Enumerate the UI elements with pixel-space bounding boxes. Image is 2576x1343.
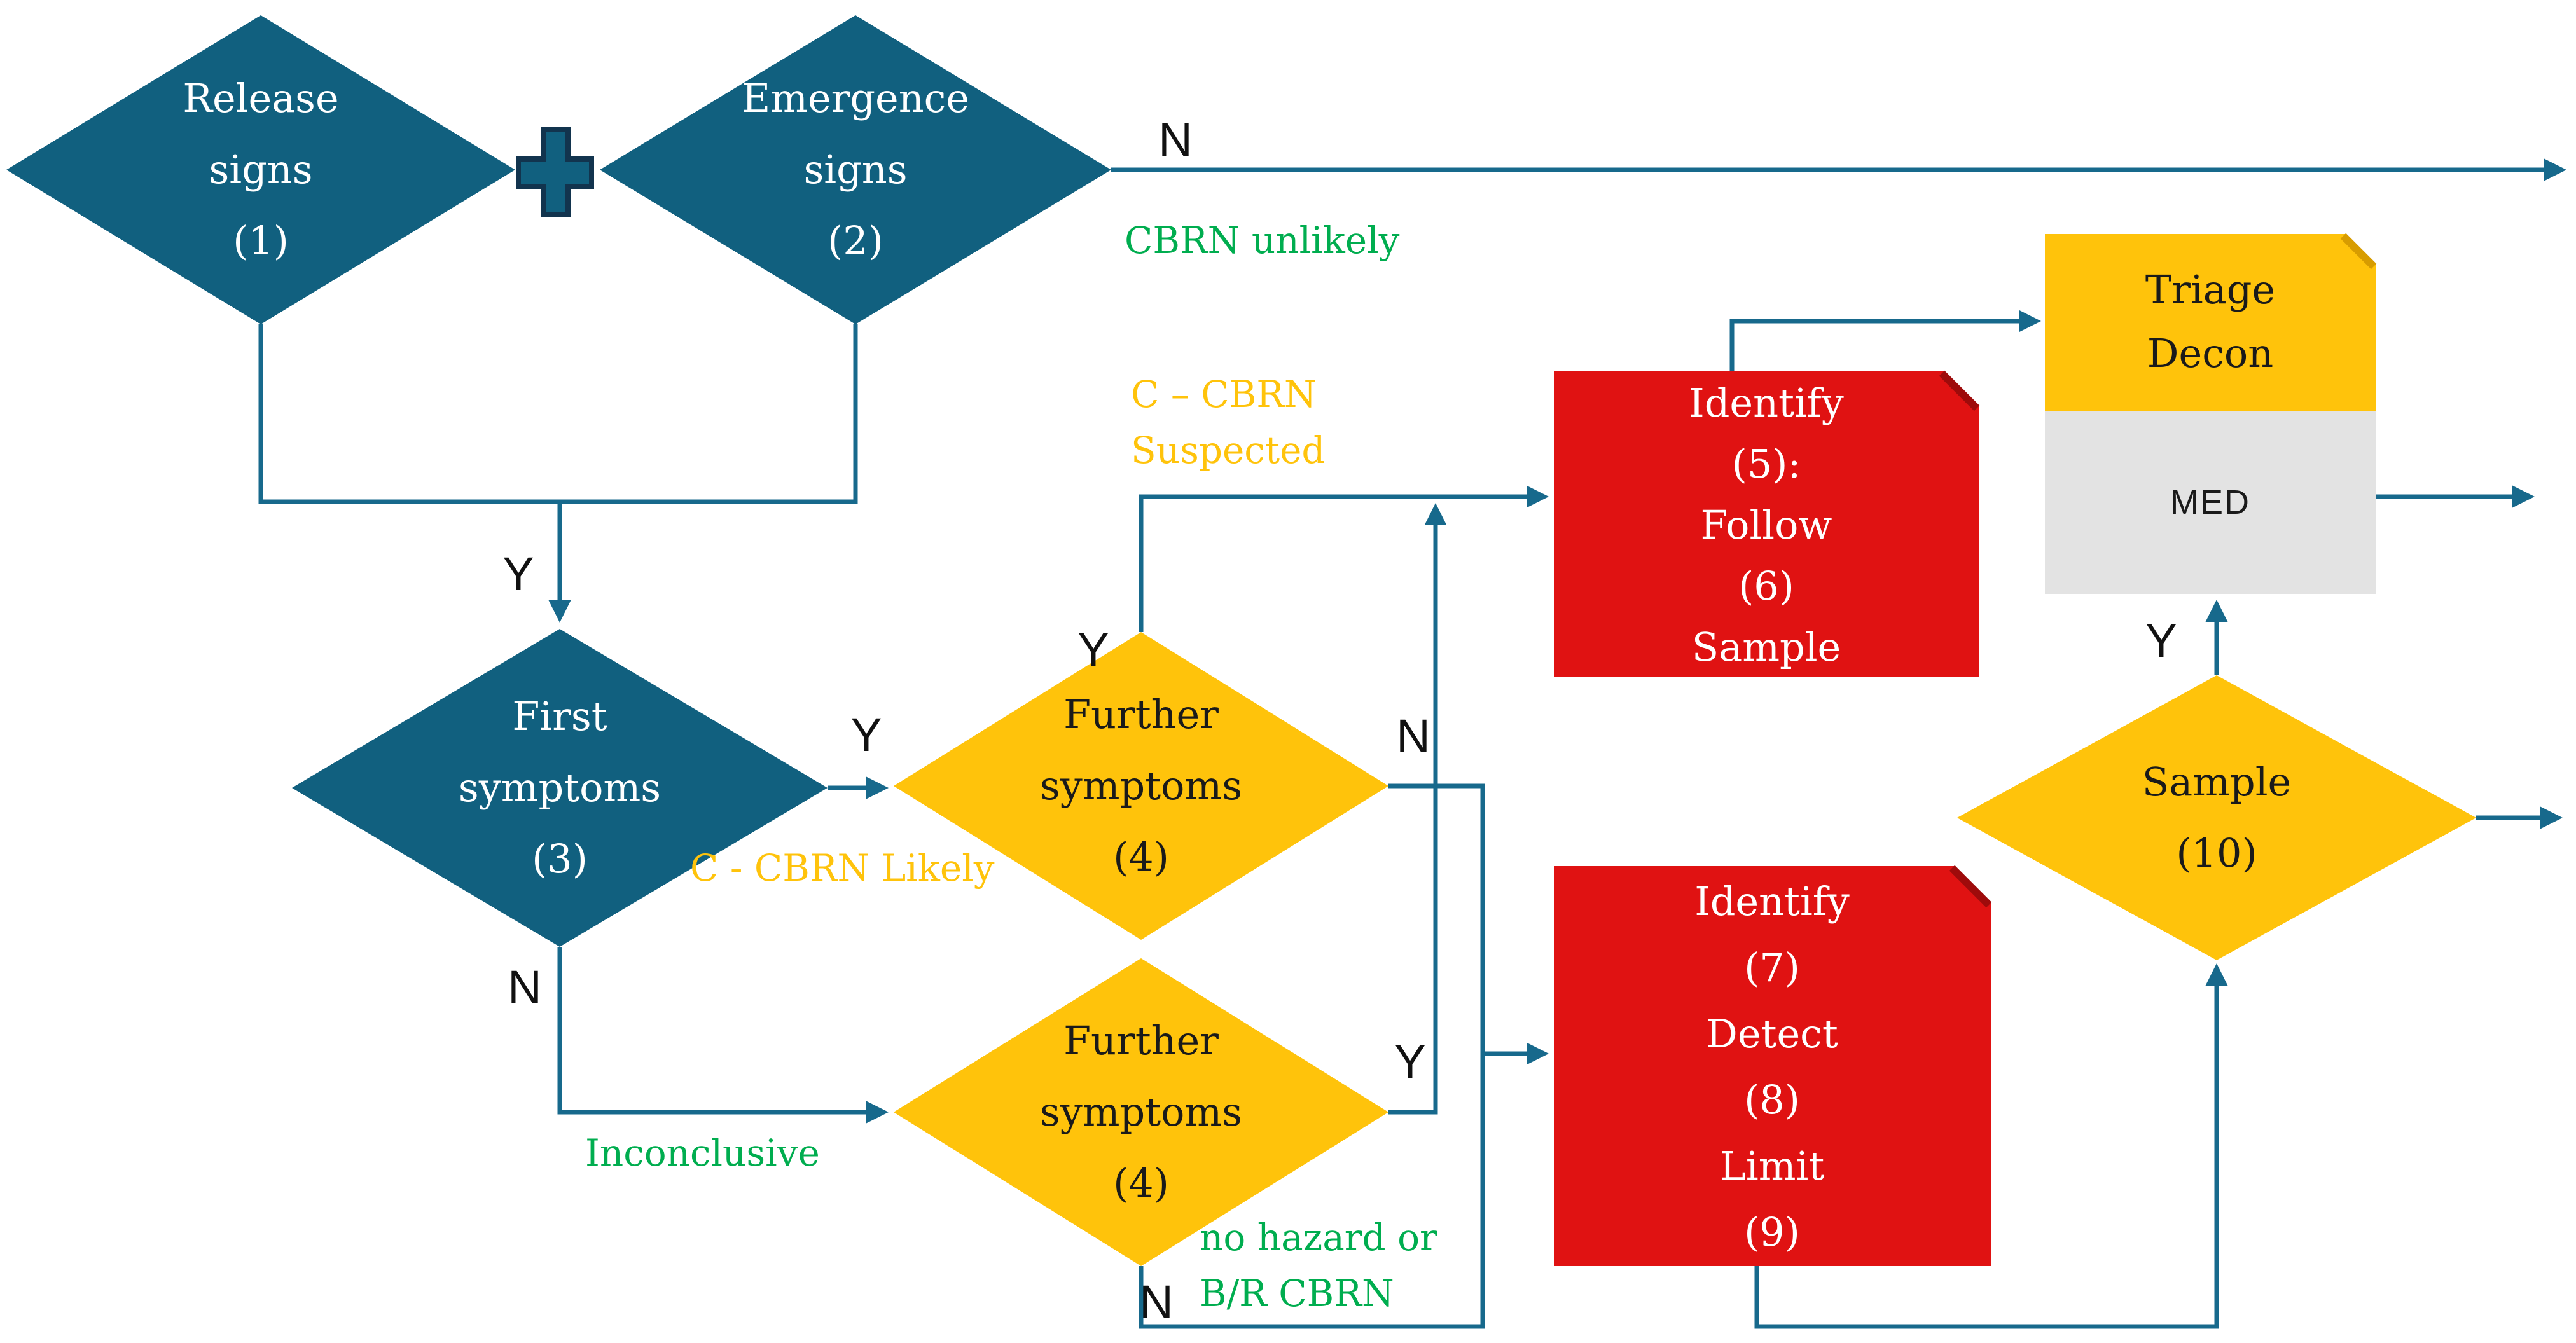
sample-diamond: [1957, 675, 2476, 960]
first-symptoms-diamond: [292, 629, 828, 947]
connectors: [258, 158, 2566, 1329]
edge-further-top-n-down-to-identify7: [1388, 783, 1549, 1065]
further-symptoms-bottom-diamond: [894, 958, 1388, 1266]
edge-further-bottom-y-up-to-identify5-feed: [1388, 503, 1447, 1115]
identify-follow-sample-box: [1554, 371, 1979, 677]
edge-further-top-y-suspected-to-identify5: [1139, 485, 1549, 632]
nodes: [6, 15, 2476, 1266]
emergence-signs-diamond: [600, 15, 1111, 324]
edge-identify5-to-triage-decon: [1729, 310, 2041, 371]
edge-further-bottom-n-no-hazard: [1139, 1056, 1485, 1329]
edge-first-n-inconclusive-to-further-bottom: [557, 947, 889, 1124]
further-symptoms-top-diamond: [894, 632, 1388, 940]
triage-fold-corner: [2340, 233, 2377, 270]
identify7-fold-corner: [1949, 865, 1992, 908]
plus-icon: [516, 127, 594, 217]
identify5-fold-corner: [1939, 370, 1980, 411]
triage-decon-box: [2045, 234, 2376, 411]
edge-identify7-to-sample: [1754, 963, 2228, 1329]
identify-detect-limit-box: [1554, 866, 1991, 1266]
edge-release-emergence-merge: [258, 324, 858, 504]
med-box: [2045, 411, 2376, 594]
release-signs-diamond: [6, 15, 515, 324]
